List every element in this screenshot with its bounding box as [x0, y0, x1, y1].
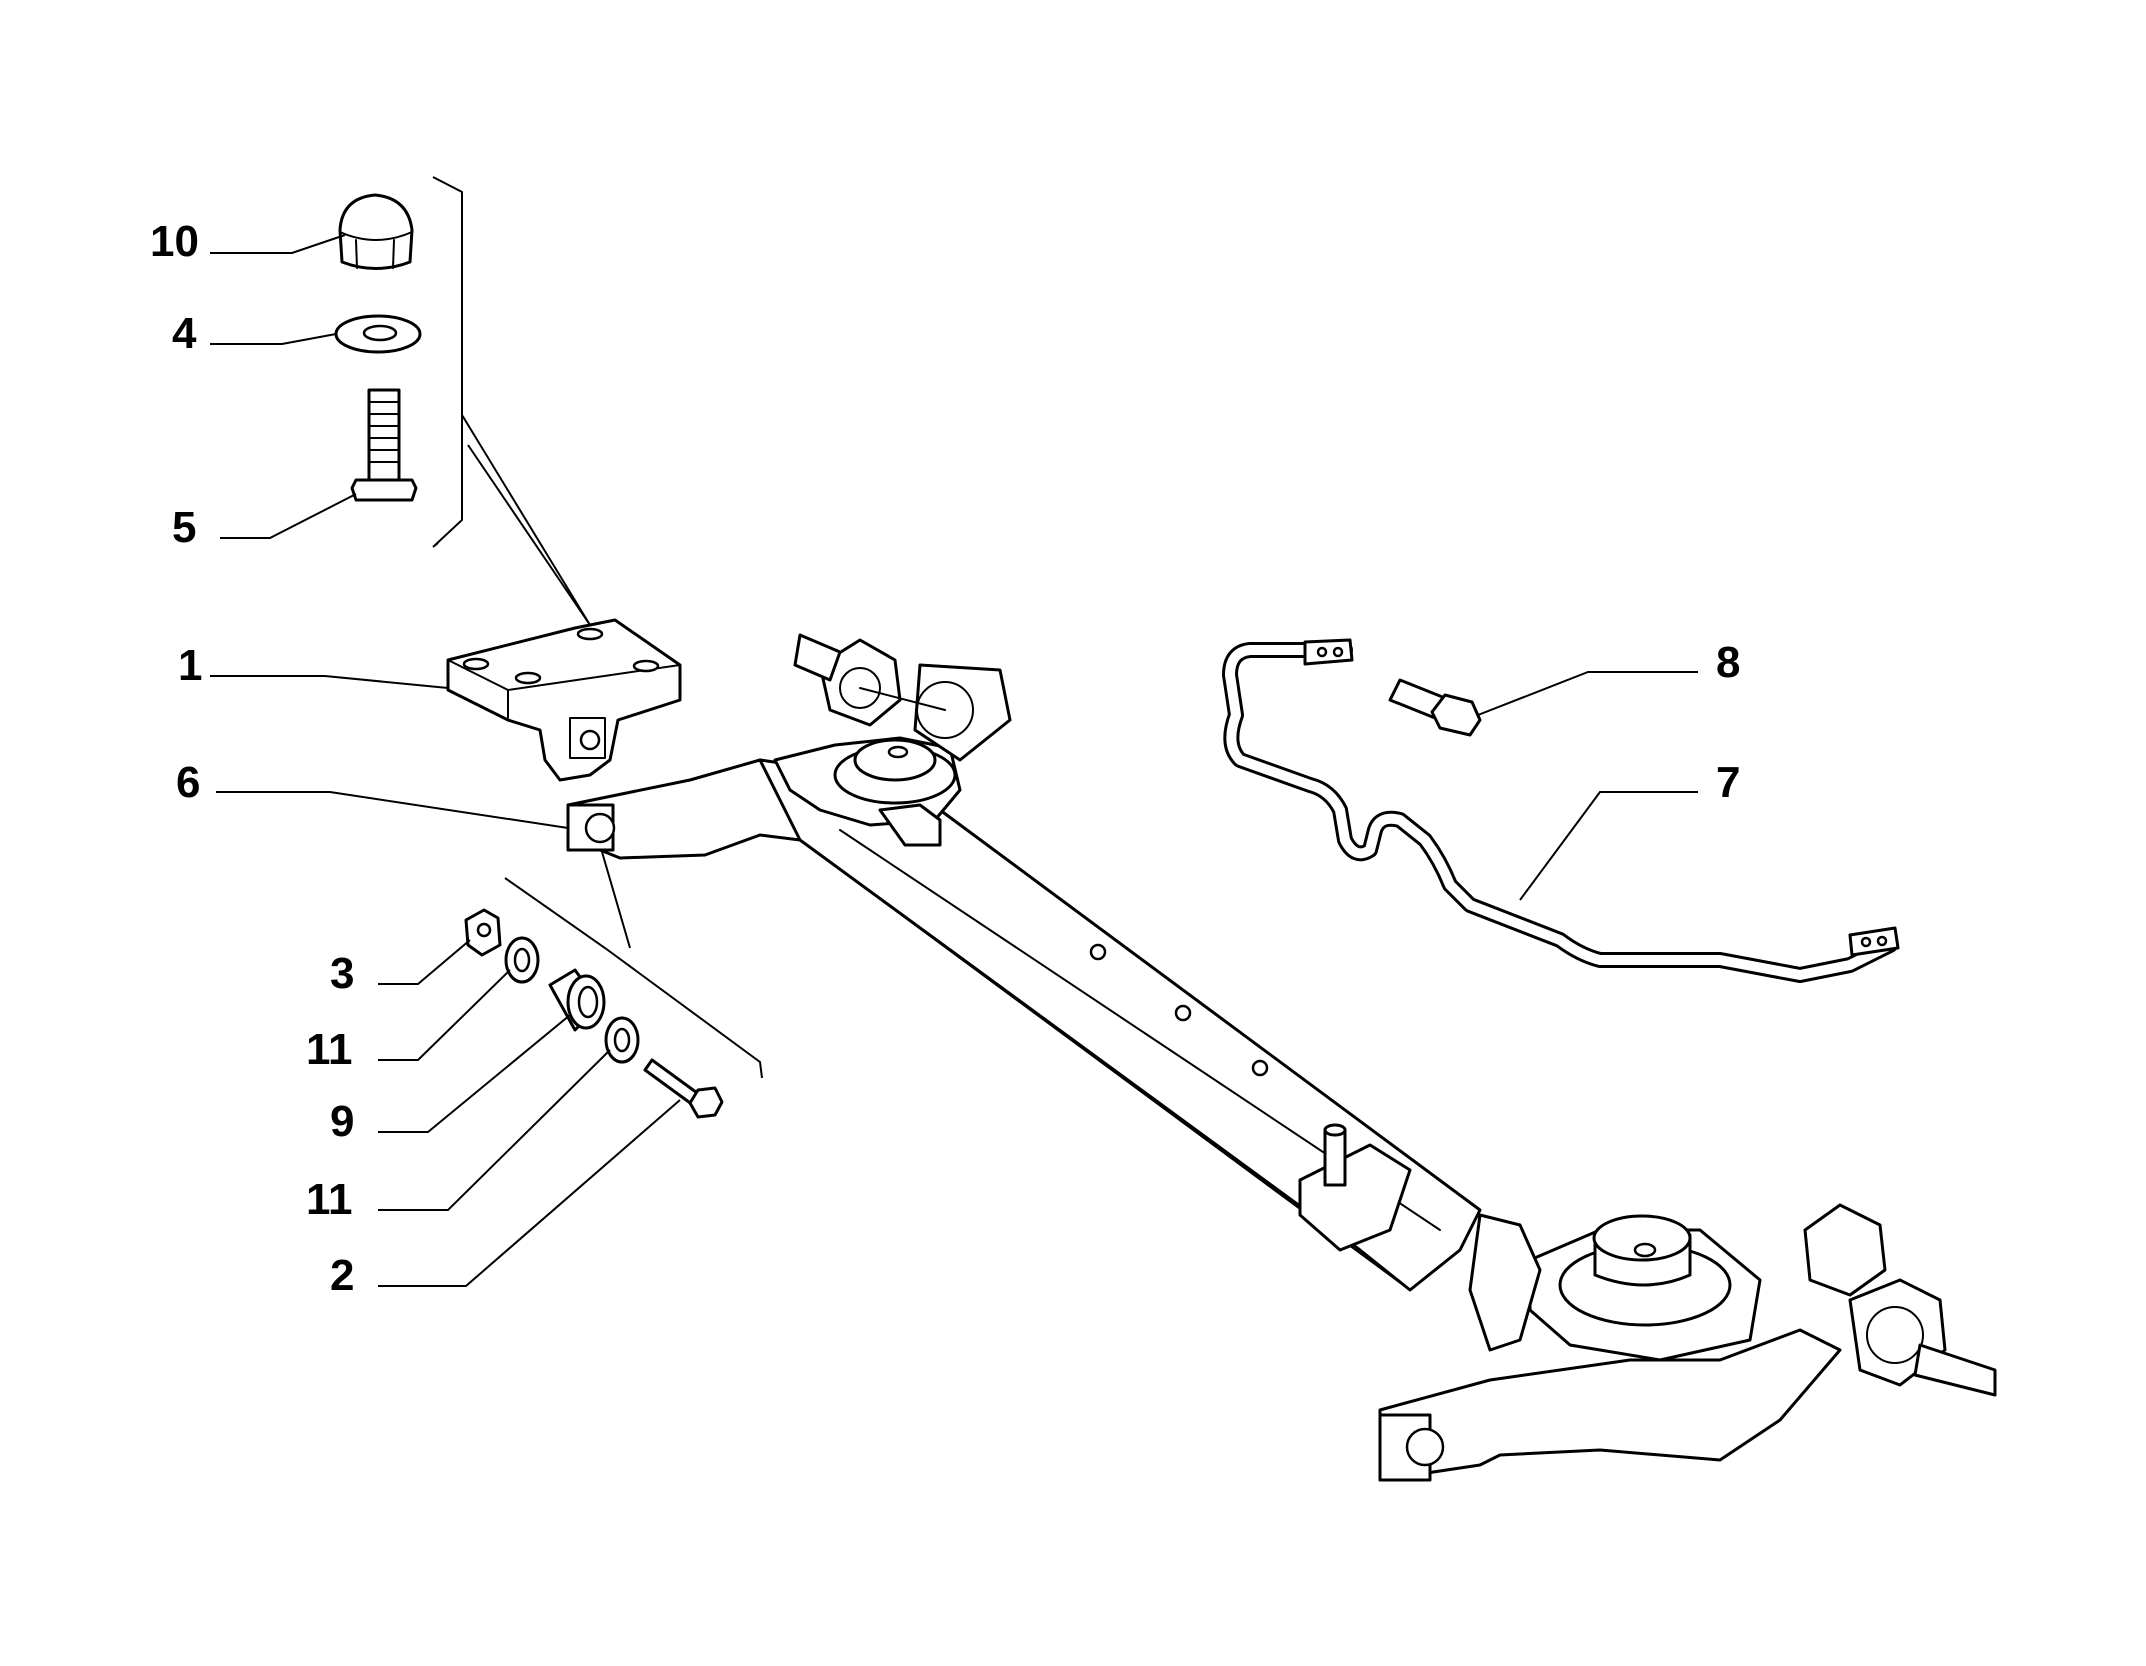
bolt-part-2: [643, 1058, 724, 1119]
callout-6: 6: [176, 758, 200, 807]
callout-1: 1: [178, 641, 202, 690]
callout-8: 8: [1716, 638, 1740, 687]
cap-nut-part-10: [338, 193, 414, 270]
callout-11-lower: 11: [306, 1175, 353, 1224]
stabiliser-bar-part-7: [1222, 638, 1900, 983]
group-bracket-lower: [504, 844, 763, 1079]
bolt-part-5: [350, 388, 418, 502]
callout-labels: 10 4 5 1 6 3 11 9 11 2 8 7: [150, 217, 1740, 1300]
washer-part-11-upper: [504, 936, 540, 984]
axle-beam-part-6: [566, 633, 1997, 1482]
callout-7: 7: [1716, 758, 1740, 807]
bolt-part-8: [1388, 678, 1482, 737]
callout-9: 9: [330, 1097, 354, 1146]
bushing-part-9: [548, 968, 606, 1032]
callout-5: 5: [172, 503, 196, 552]
callout-3: 3: [330, 949, 354, 998]
leader-lines: [210, 234, 1698, 1287]
group-bracket-upper: [432, 176, 591, 626]
callout-4: 4: [172, 309, 197, 358]
mounting-bracket-part-1: [446, 618, 682, 782]
washer-part-4: [334, 314, 422, 354]
nut-part-3: [464, 908, 502, 957]
washer-part-11-lower: [604, 1016, 640, 1064]
callout-2: 2: [330, 1251, 354, 1300]
callout-11-upper: 11: [306, 1025, 353, 1074]
callout-10: 10: [150, 217, 199, 266]
